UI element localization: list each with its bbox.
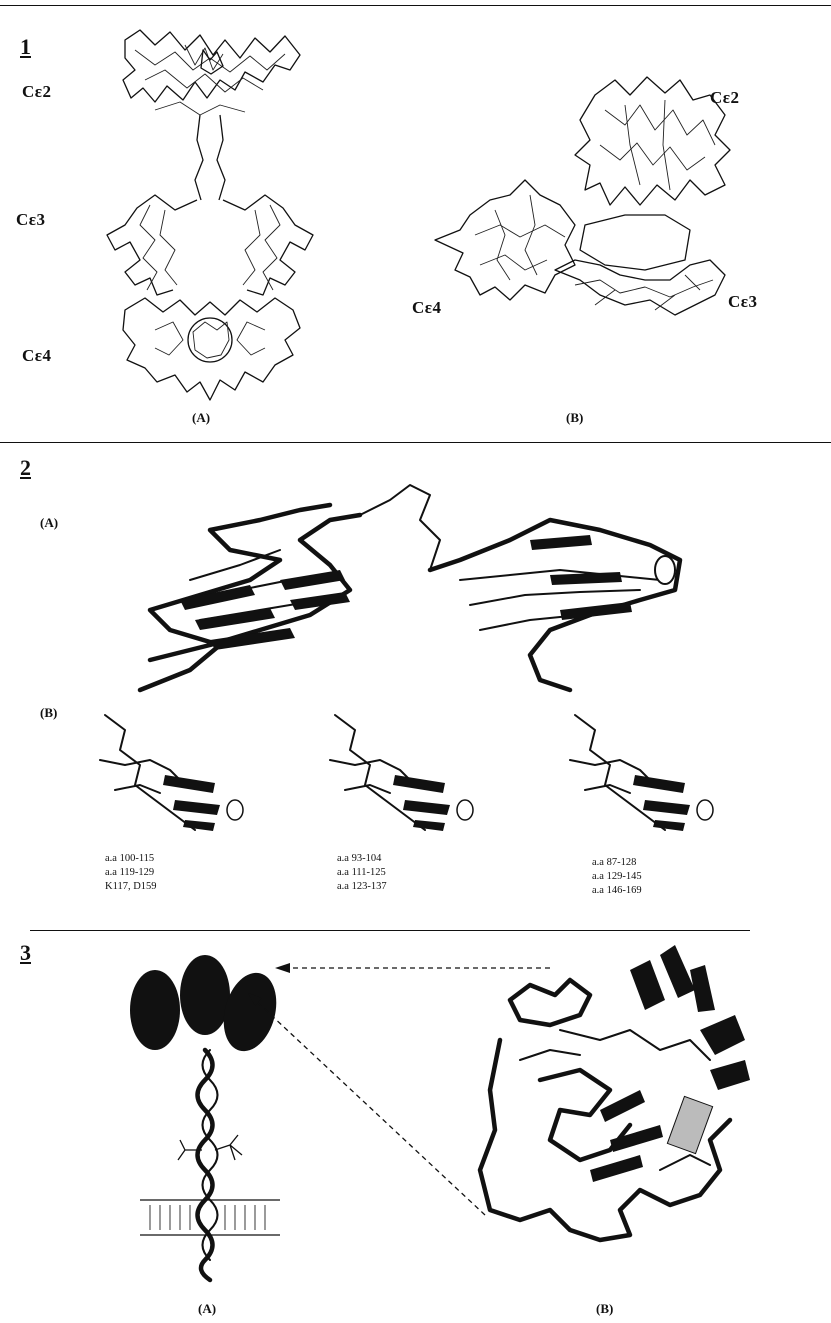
caption-line: a.a 100-115 bbox=[105, 852, 157, 866]
panel-1a-ce3-label: Cε3 bbox=[16, 210, 46, 230]
caption-line: a.a 123-137 bbox=[337, 880, 387, 894]
panel-2b-label: (B) bbox=[40, 705, 57, 721]
panel-3b-label: (B) bbox=[596, 1301, 613, 1317]
panel-2b-ribbon-3 bbox=[565, 705, 725, 840]
panel-2b-ribbon-1 bbox=[95, 705, 255, 840]
panel-3b-ribbon bbox=[460, 940, 760, 1280]
panel-2a-ribbon bbox=[130, 480, 710, 700]
panel-2b-caption-3: a.a 87-128 a.a 129-145 a.a 146-169 bbox=[592, 856, 642, 898]
panel-1b-ce2-label: Cε2 bbox=[710, 88, 740, 108]
panel-1a-ce4-label: Cε4 bbox=[22, 346, 52, 366]
panel-2-number: 2 bbox=[20, 455, 31, 481]
panel-2b-caption-1: a.a 100-115 a.a 119-129 K117, D159 bbox=[105, 852, 157, 894]
panel-3a-label: (A) bbox=[198, 1301, 216, 1317]
panel-3-number: 3 bbox=[20, 940, 31, 966]
panel-1b-ce4-label: Cε4 bbox=[412, 298, 442, 318]
panel-2a-label: (A) bbox=[40, 515, 58, 531]
panel-1b-ce3-label: Cε3 bbox=[728, 292, 758, 312]
caption-line: a.a 129-145 bbox=[592, 870, 642, 884]
caption-line: a.a 146-169 bbox=[592, 884, 642, 898]
panel-1b-label: (B) bbox=[566, 410, 583, 426]
panel-1a-ce2-label: Cε2 bbox=[22, 82, 52, 102]
top-rule bbox=[0, 5, 831, 6]
separator-2-3 bbox=[30, 930, 750, 931]
panel-1b-wireframe bbox=[425, 65, 755, 325]
panel-2b-ribbon-2 bbox=[325, 705, 485, 840]
helix-shading bbox=[667, 1096, 712, 1153]
panel-1a-label: (A) bbox=[192, 410, 210, 426]
panel-1-number: 1 bbox=[20, 34, 31, 60]
caption-line: a.a 93-104 bbox=[337, 852, 387, 866]
arrowhead-top bbox=[275, 963, 290, 973]
panel-2b-caption-2: a.a 93-104 a.a 111-125 a.a 123-137 bbox=[337, 852, 387, 894]
separator-1-2 bbox=[0, 442, 831, 443]
caption-line: a.a 119-129 bbox=[105, 866, 157, 880]
panel-1a-wireframe bbox=[95, 10, 325, 410]
caption-line: a.a 111-125 bbox=[337, 866, 387, 880]
caption-line: a.a 87-128 bbox=[592, 856, 642, 870]
caption-line: K117, D159 bbox=[105, 880, 157, 894]
